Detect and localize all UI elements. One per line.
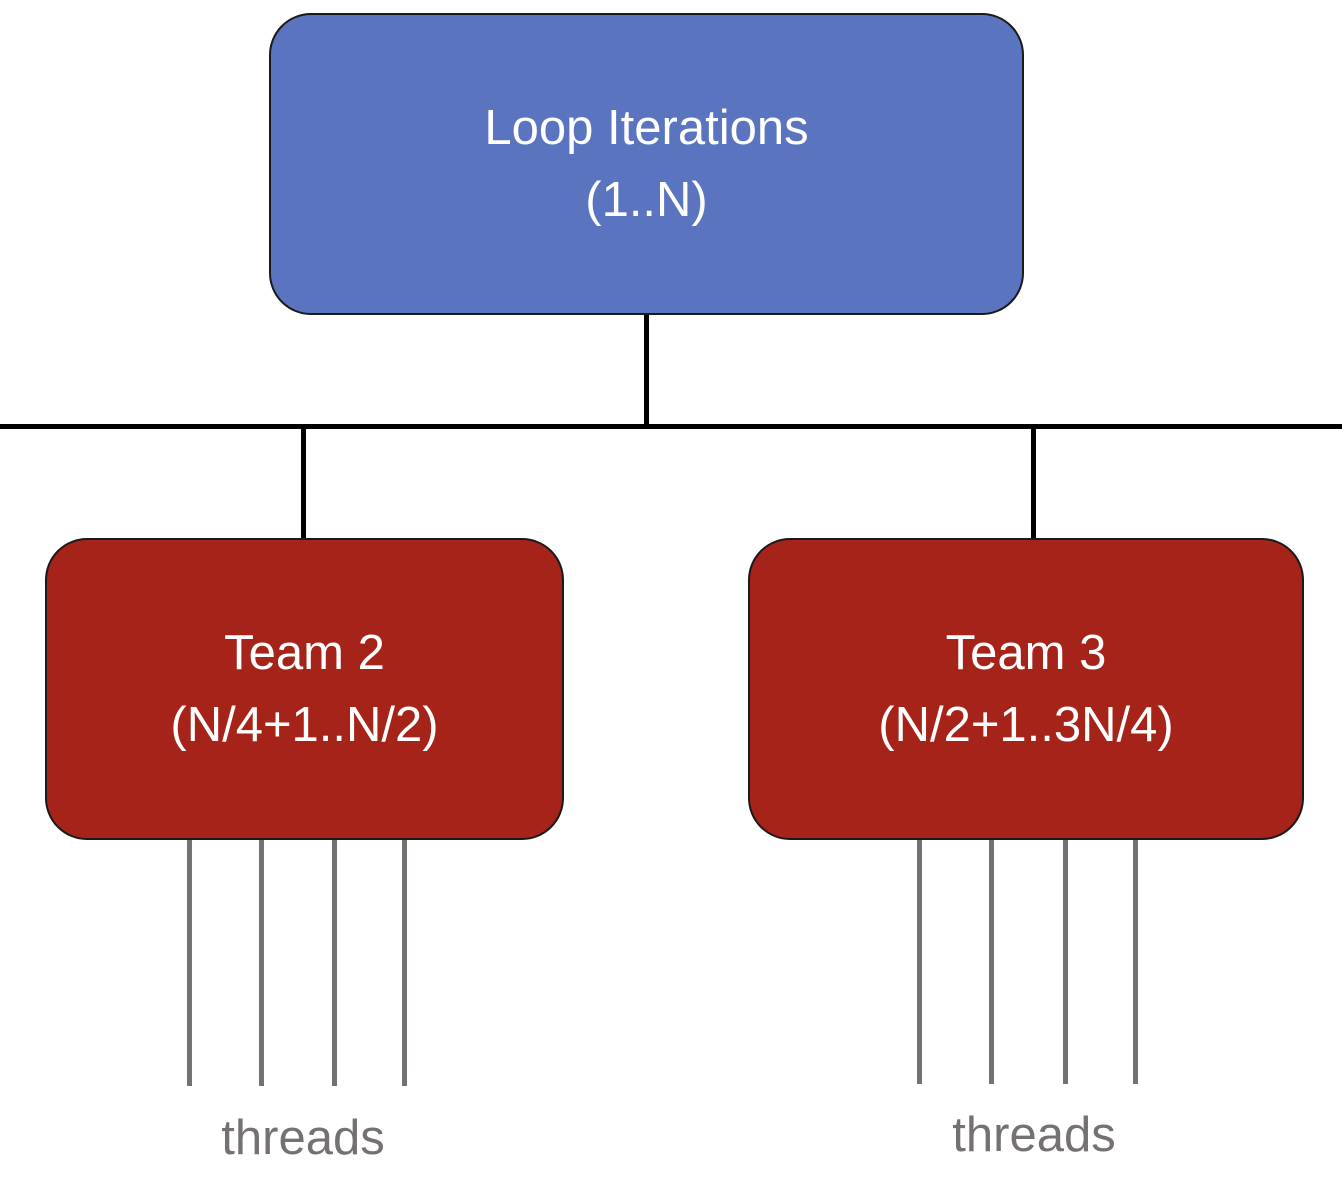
team-3-thread-line xyxy=(1133,840,1138,1084)
horizontal-bus-connector xyxy=(0,424,1342,429)
team-3-thread-line xyxy=(1063,840,1068,1084)
loop-iterations-box: Loop Iterations (1..N) xyxy=(269,13,1024,315)
team-2-title: Team 2 xyxy=(224,626,385,680)
team-2-box: Team 2 (N/4+1..N/2) xyxy=(45,538,564,840)
team-3-box: Team 3 (N/2+1..3N/4) xyxy=(748,538,1304,840)
team-2-threads-label: threads xyxy=(221,1111,385,1165)
team2-stem-connector xyxy=(301,426,306,539)
team-3-threads-label: threads xyxy=(952,1108,1116,1162)
team-2-thread-line xyxy=(402,840,407,1086)
loop-iterations-range: (1..N) xyxy=(585,173,708,227)
loop-iterations-title: Loop Iterations xyxy=(484,101,809,155)
root-stem-connector xyxy=(644,315,649,428)
team-3-range: (N/2+1..3N/4) xyxy=(878,698,1174,752)
team-2-thread-line xyxy=(259,840,264,1086)
team-2-thread-line xyxy=(187,840,192,1086)
team-2-range: (N/4+1..N/2) xyxy=(170,698,439,752)
team-3-thread-line xyxy=(989,840,994,1084)
team-3-thread-line xyxy=(917,840,922,1084)
team-3-title: Team 3 xyxy=(945,626,1107,680)
team3-stem-connector xyxy=(1031,426,1036,539)
team-2-thread-line xyxy=(332,840,337,1086)
